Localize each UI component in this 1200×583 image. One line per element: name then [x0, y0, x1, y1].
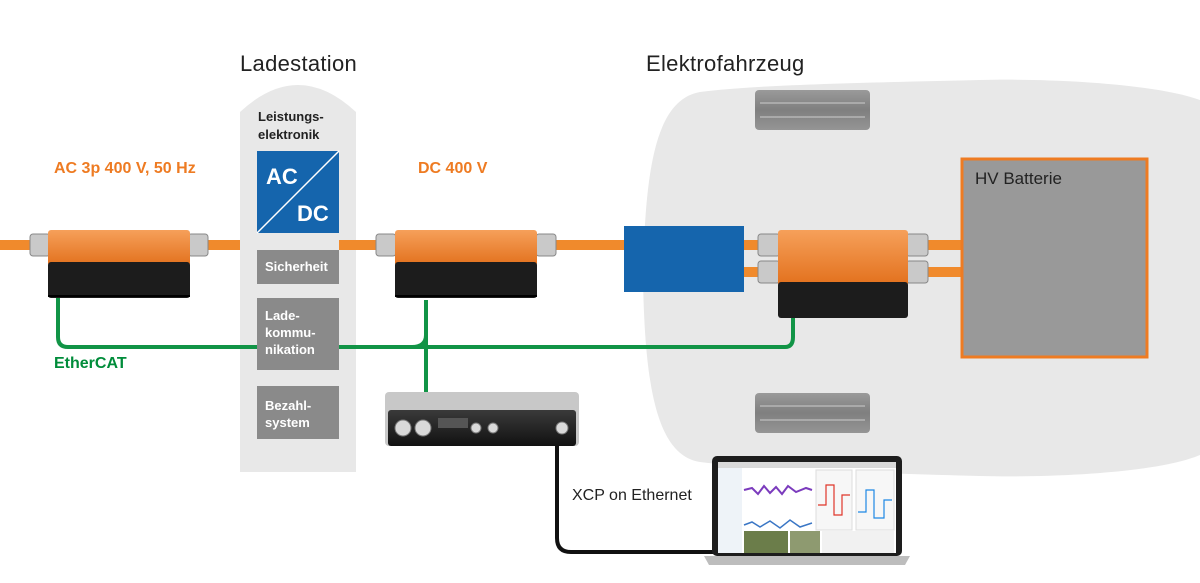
measurement-module-dc	[375, 230, 557, 298]
converter-dc-label: DC	[297, 201, 329, 226]
sicherheit-block	[257, 250, 339, 284]
xcp-ethernet-label: XCP on Ethernet	[572, 487, 692, 504]
leistungselektronik-label: Leistungs- elektronik	[258, 109, 324, 142]
front-tire-top	[755, 90, 870, 130]
dc-supply-label: DC 400 V	[418, 160, 488, 177]
ladestation-title: Ladestation	[240, 51, 358, 76]
bezahlsystem-label: Bezahl- system	[265, 398, 312, 430]
hv-battery-label: HV Batterie	[975, 169, 1062, 188]
measurement-module-ac	[29, 230, 209, 298]
measurement-module-hv	[757, 230, 929, 318]
vehicle-dc-converter	[624, 226, 744, 292]
elektrofahrzeug-title: Elektrofahrzeug	[646, 51, 805, 76]
sicherheit-label: Sicherheit	[265, 259, 328, 274]
xcp-ethernet-line	[555, 443, 720, 554]
ethernet-gateway-device	[385, 392, 579, 446]
ladekommunikation-label: Lade- kommu- nikation	[265, 308, 316, 357]
ac-supply-label: AC 3p 400 V, 50 Hz	[54, 160, 196, 177]
laptop	[704, 456, 910, 565]
front-tire-bottom	[755, 393, 870, 433]
bezahlsystem-block	[257, 386, 339, 439]
hv-battery	[960, 157, 1149, 359]
ethercat-label: EtherCAT	[54, 355, 127, 372]
ethercat-line	[56, 295, 795, 392]
ladekommunikation-block	[257, 298, 339, 370]
converter-ac-label: AC	[266, 164, 298, 189]
